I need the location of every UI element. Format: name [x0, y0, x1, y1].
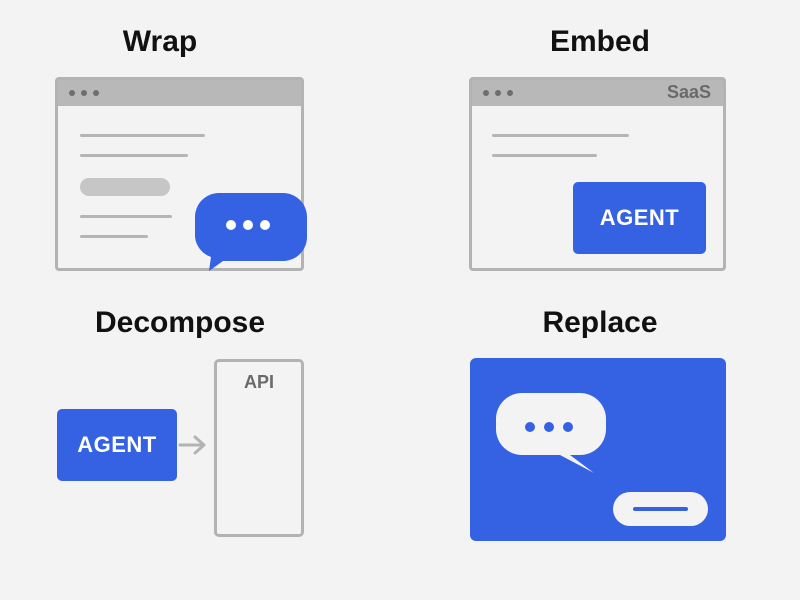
window-dot [81, 90, 87, 96]
wrap-title: Wrap [122, 25, 198, 58]
api-box: API [214, 359, 304, 537]
decompose-title: Decompose [94, 306, 266, 339]
window-titlebar: SaaS [472, 80, 723, 106]
embedded-agent-button[interactable]: AGENT [573, 182, 706, 254]
text-line [492, 134, 629, 137]
window-dot [69, 90, 75, 96]
decompose-agent-box[interactable]: AGENT [57, 409, 177, 481]
replace-title: Replace [542, 306, 658, 339]
api-label: API [243, 372, 274, 392]
embed-window: SaaS AGENT [469, 77, 726, 271]
chat-bubble-icon [496, 393, 606, 473]
text-line [80, 154, 188, 157]
text-line [80, 134, 205, 137]
text-line [80, 235, 148, 238]
ellipsis-icon [226, 220, 270, 230]
window-dot [93, 90, 99, 96]
input-pill[interactable] [613, 492, 708, 526]
arrow-right-icon [178, 435, 206, 455]
text-line [80, 215, 172, 218]
chat-bubble-icon [195, 193, 307, 271]
ellipsis-icon [525, 422, 573, 432]
saas-label: SaaS [666, 82, 711, 102]
window-dot [507, 90, 513, 96]
wrap-window [55, 77, 304, 271]
text-line [492, 154, 597, 157]
window-dot [483, 90, 489, 96]
placeholder-pill [80, 178, 170, 196]
window-titlebar [58, 80, 301, 106]
window-dot [495, 90, 501, 96]
embed-title: Embed [549, 25, 651, 58]
